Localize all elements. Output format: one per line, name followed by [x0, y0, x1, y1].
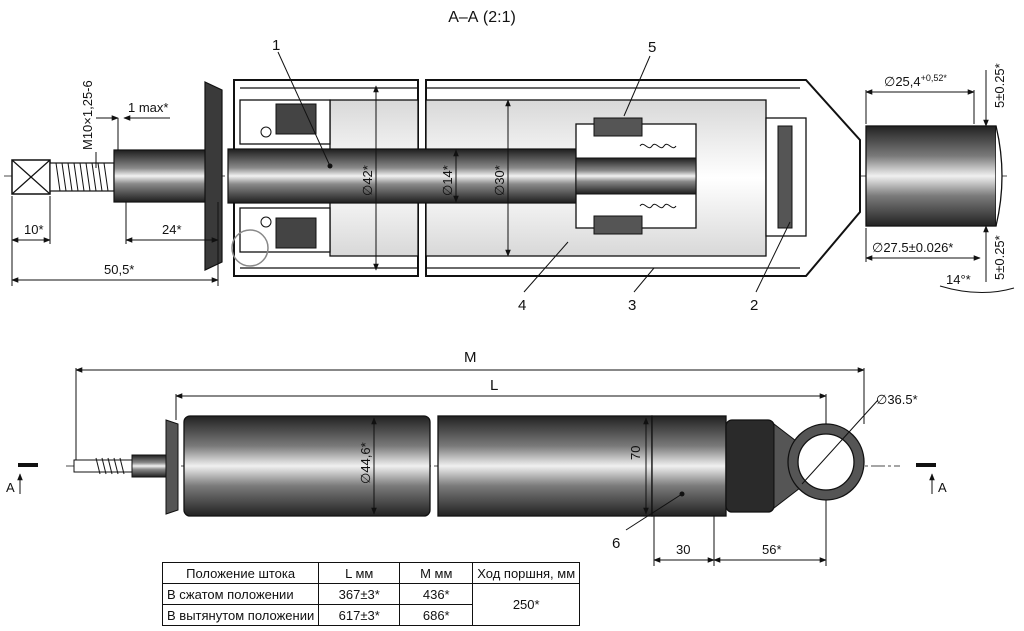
tol-top-label: 5±0.25*	[992, 63, 1007, 108]
shock-body	[183, 415, 801, 517]
table-header-row: Положение штока L мм M мм Ход поршня, мм	[161, 562, 581, 584]
bottom-valve	[765, 117, 807, 237]
section-mark-left-label: A	[6, 480, 15, 495]
table-row: В вытянутом положении 617±3* 686*	[161, 604, 580, 626]
rod-guide	[231, 99, 331, 267]
row-L: 617±3*	[318, 604, 401, 626]
row-position: В сжатом положении	[161, 583, 320, 605]
dia-27-5-label: ∅27.5±0.026*	[872, 240, 953, 255]
callout-1: 1	[272, 37, 280, 54]
thread-label: M10×1,25-6	[80, 80, 95, 150]
dim-30-label: 30	[676, 542, 690, 557]
header-position: Положение штока	[161, 562, 320, 584]
row-position: В вытянутом положении	[161, 604, 320, 626]
header-M: M мм	[399, 562, 474, 584]
callout-2: 2	[750, 297, 758, 314]
dim-50-5-label: 50,5*	[104, 262, 134, 277]
section-title: А–А (2:1)	[448, 9, 516, 26]
section-mark-right	[916, 463, 936, 494]
dia-44-6-label: ∅44,6*	[358, 442, 373, 484]
dim-24-label: 24*	[162, 222, 182, 237]
dia-25-4-label: ∅25,4+0,52*	[884, 73, 947, 89]
dia-14-label: ∅14*	[440, 165, 455, 196]
section-mark-right-label: A	[938, 480, 947, 495]
dim-56-label: 56*	[762, 542, 782, 557]
dia-36-5-label: ∅36.5*	[876, 392, 918, 407]
dim-70-label: 70	[628, 446, 643, 460]
callout-4: 4	[518, 297, 526, 314]
dia-30-label: ∅30*	[492, 165, 507, 196]
piston-rod	[227, 148, 577, 204]
table-row: В сжатом положении 367±3* 436* 250*	[161, 583, 581, 626]
threaded-stud	[11, 149, 221, 203]
tol-bottom-label: 5±0.25*	[992, 235, 1007, 280]
stroke-table: Положение штока L мм M мм Ход поршня, мм…	[161, 562, 581, 626]
dust-cap-washer	[204, 81, 223, 271]
dim-10-label: 10*	[24, 222, 44, 237]
dim-L-label: L	[490, 377, 498, 394]
eye-bushing	[865, 125, 1003, 227]
row-M: 436*	[399, 583, 474, 605]
max-gap-label: 1 max*	[128, 100, 168, 115]
eye-ring	[787, 399, 879, 501]
side-threaded-stud	[73, 419, 179, 515]
piston-valve	[575, 117, 697, 235]
row-L: 367±3*	[318, 583, 401, 605]
angle-14-label: 14°*	[946, 272, 971, 287]
row-stroke: 250*	[472, 583, 581, 626]
header-stroke: Ход поршня, мм	[472, 562, 581, 584]
callout-6: 6	[612, 535, 620, 552]
callout-3: 3	[628, 297, 636, 314]
dia-42-label: ∅42*	[360, 165, 375, 196]
row-M: 686*	[399, 604, 474, 626]
section-mark-left	[17, 463, 38, 494]
callout-5: 5	[648, 39, 656, 56]
header-L: L мм	[318, 562, 401, 584]
dim-M-label: M	[464, 349, 477, 366]
